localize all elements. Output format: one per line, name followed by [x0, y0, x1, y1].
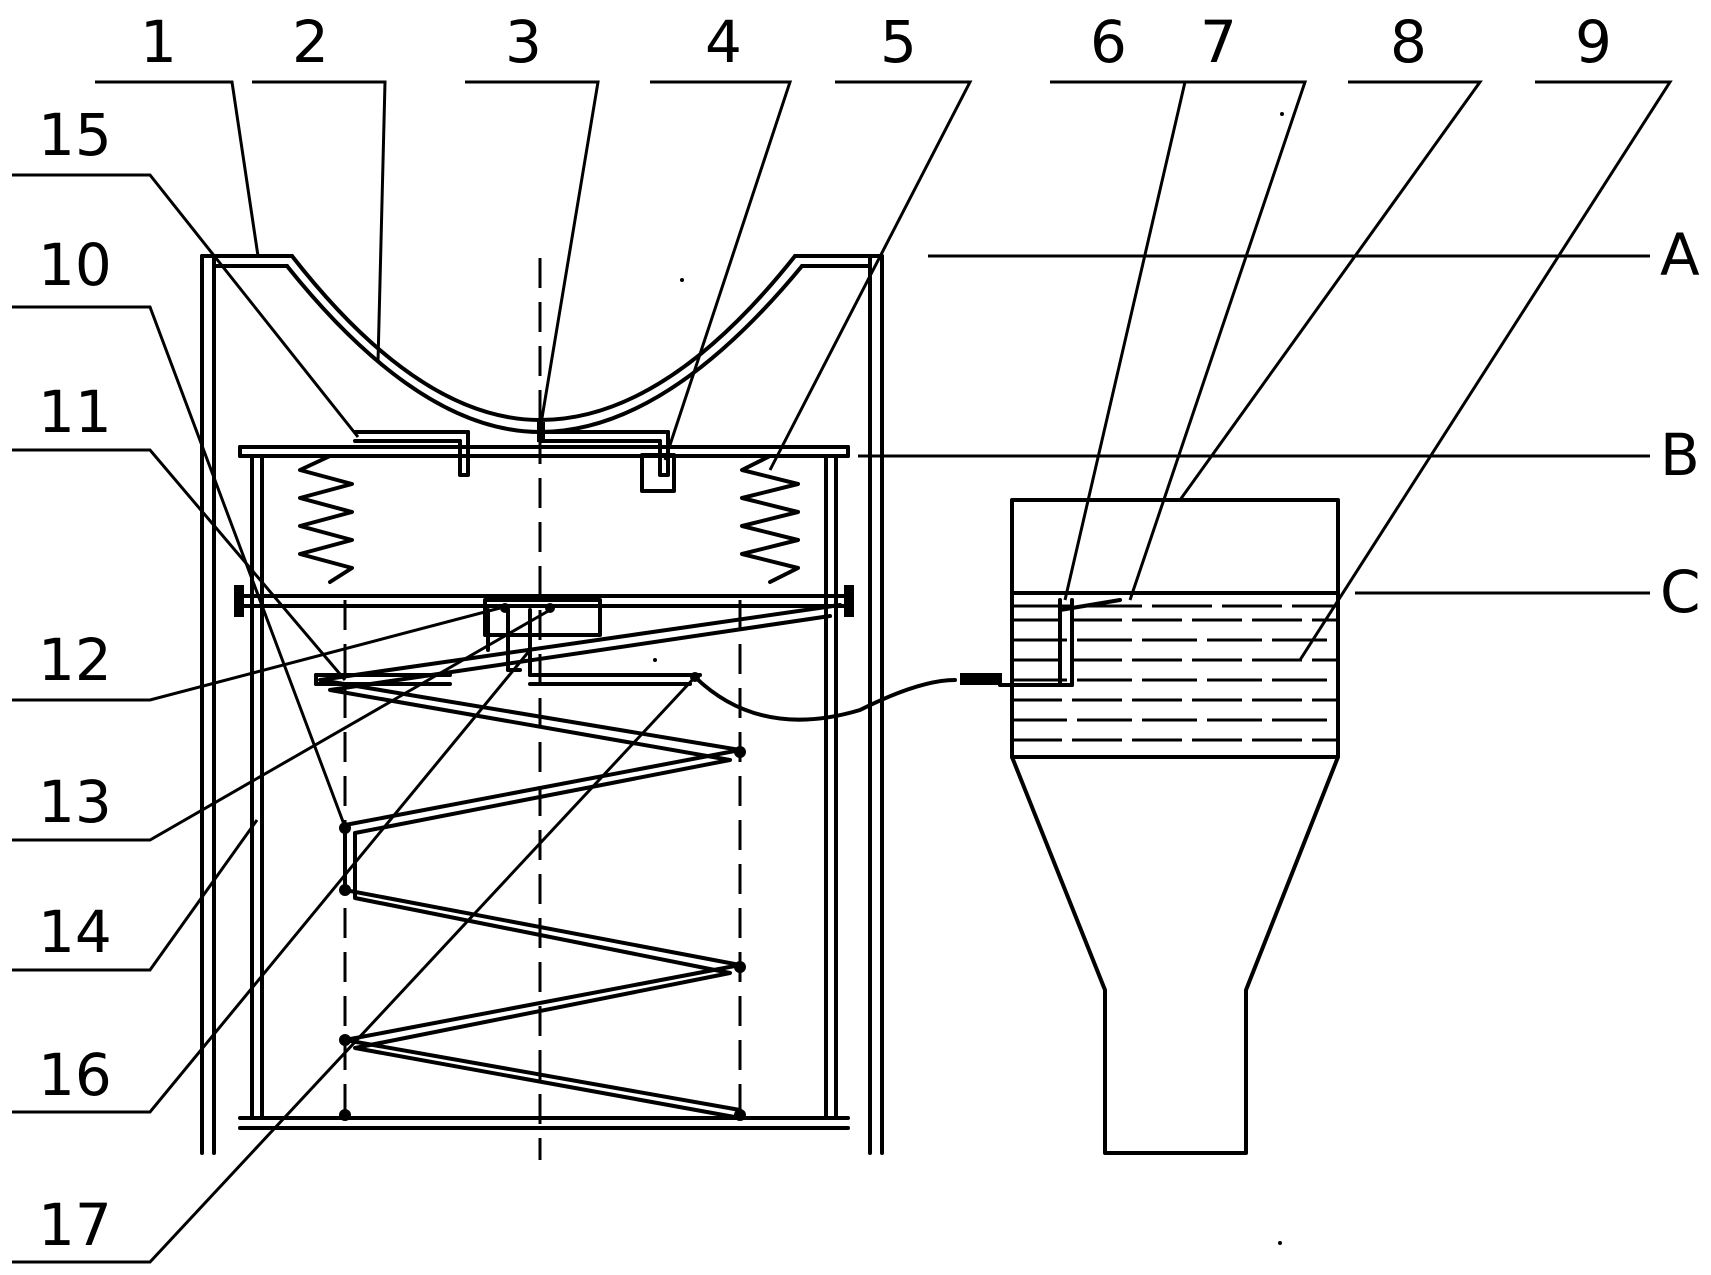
middle-plate — [234, 585, 854, 617]
main-coil-spring — [318, 603, 842, 1121]
label-b: B — [1660, 421, 1700, 489]
label-11: 11 — [38, 378, 112, 446]
label-3: 3 — [505, 8, 542, 76]
label-13: 13 — [38, 768, 112, 836]
label-6: 6 — [1090, 8, 1127, 76]
specks — [653, 112, 1284, 1245]
label-16: 16 — [38, 1041, 112, 1109]
label-4: 4 — [705, 8, 742, 76]
hopper-tank — [998, 498, 1340, 1155]
label-14: 14 — [38, 898, 112, 966]
label-17: 17 — [38, 1191, 112, 1259]
reference-lines — [858, 254, 1650, 595]
label-15: 15 — [38, 101, 112, 169]
label-12: 12 — [38, 626, 112, 694]
label-9: 9 — [1575, 8, 1612, 76]
top-plate — [238, 422, 850, 493]
label-10: 10 — [38, 231, 112, 299]
leader-lines — [12, 80, 1673, 1264]
label-2: 2 — [292, 8, 329, 76]
label-1: 1 — [140, 8, 177, 76]
label-5: 5 — [880, 8, 917, 76]
label-a: A — [1660, 221, 1700, 289]
label-c: C — [1660, 558, 1701, 626]
part-labels: 1 2 3 4 5 6 7 8 9 15 10 11 12 13 14 16 1… — [38, 8, 1701, 1259]
upper-springs — [298, 454, 800, 584]
inner-frame — [238, 454, 850, 1130]
outer-frame — [200, 254, 884, 1155]
label-8: 8 — [1390, 8, 1427, 76]
signal-wire — [693, 673, 1002, 722]
dashed-guides — [343, 258, 742, 1160]
label-7: 7 — [1200, 8, 1237, 76]
